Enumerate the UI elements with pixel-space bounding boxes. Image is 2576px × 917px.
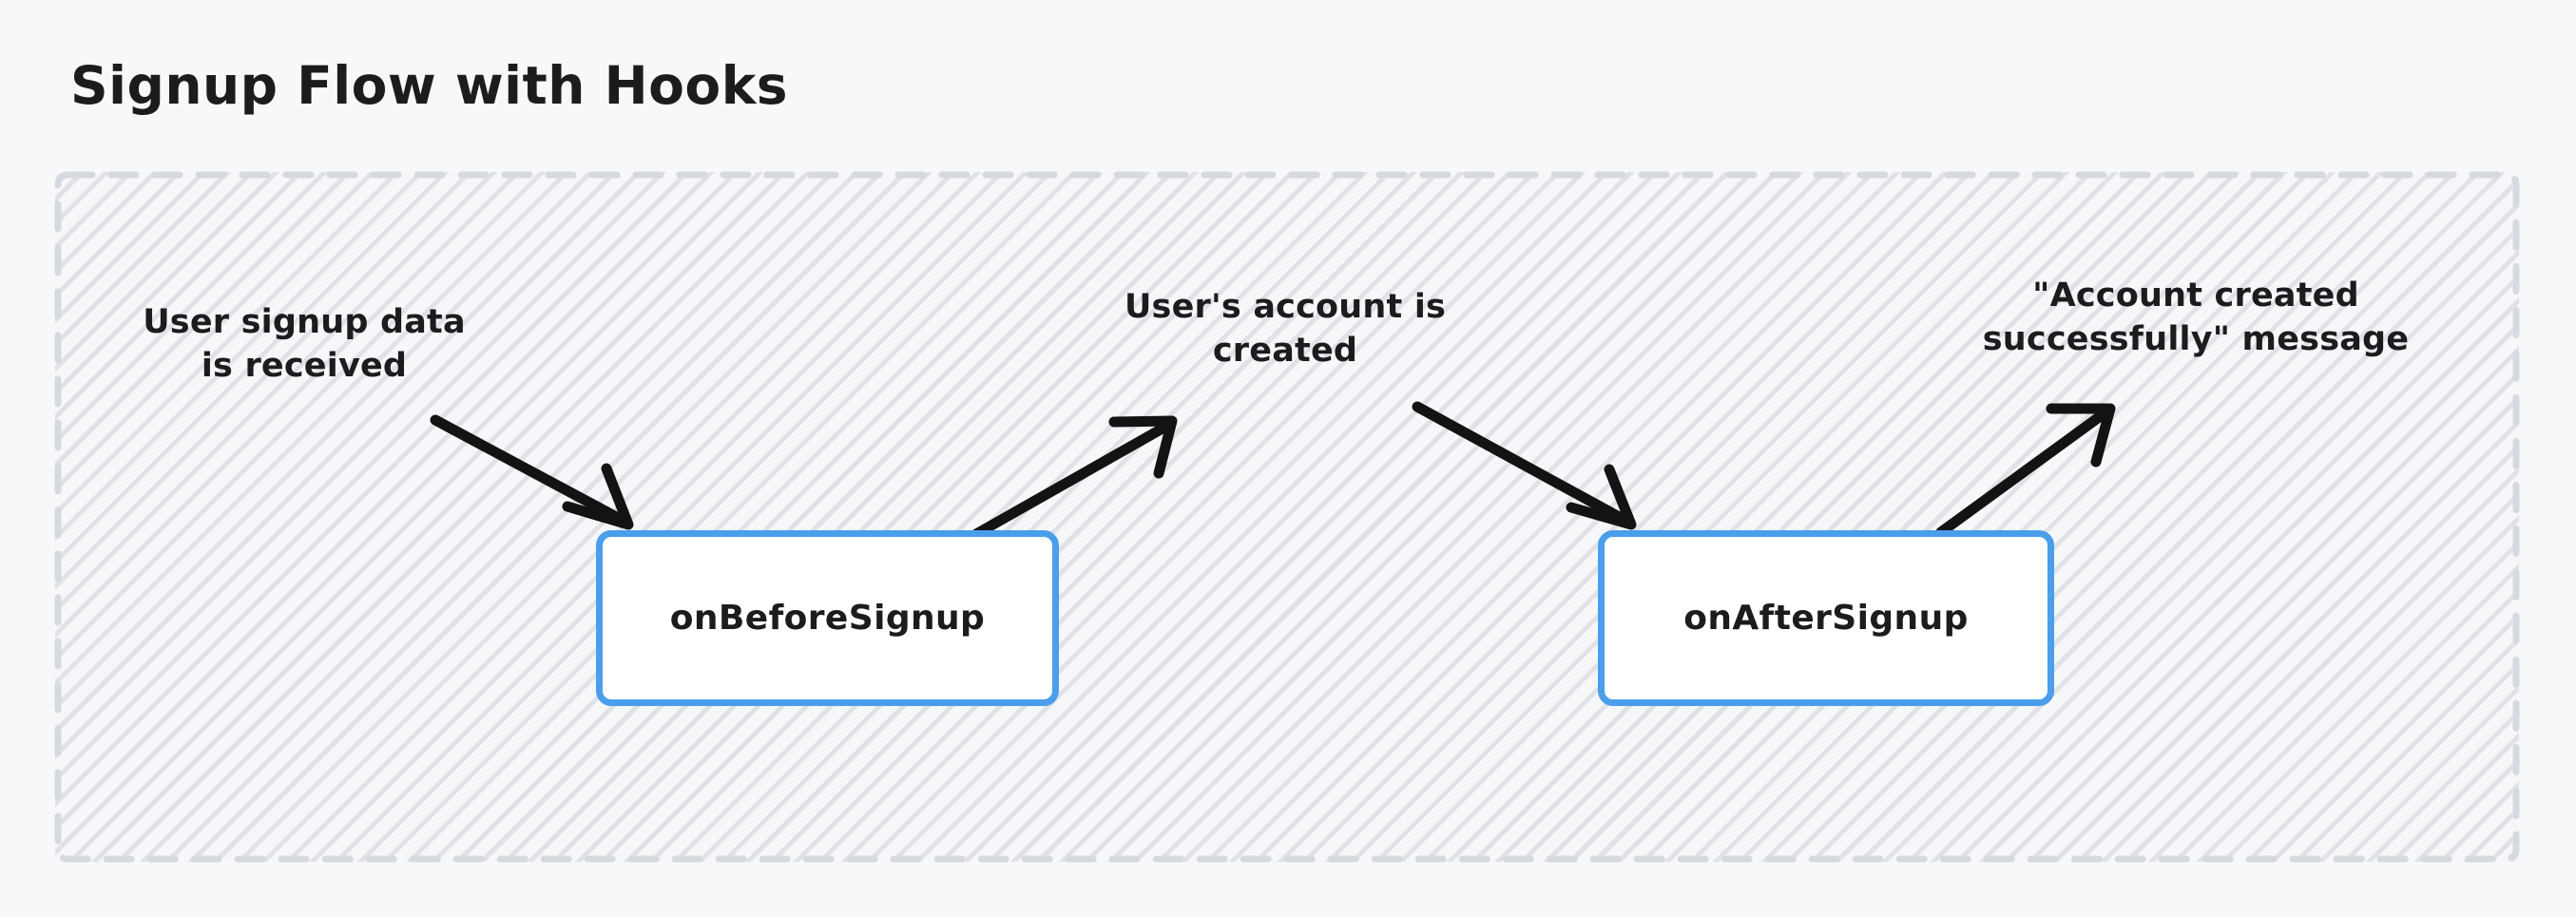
node-on-after-signup-label: onAfterSignup xyxy=(1683,599,1969,638)
annotation-signup-data: User signup data is received xyxy=(143,303,466,386)
node-on-after-signup[interactable]: onAfterSignup xyxy=(1598,530,2054,706)
page-title: Signup Flow with Hooks xyxy=(70,55,789,116)
node-on-before-signup[interactable]: onBeforeSignup xyxy=(596,530,1059,706)
annotation-success-message: "Account created successfully" message xyxy=(1982,277,2410,359)
node-on-before-signup-label: onBeforeSignup xyxy=(669,599,986,638)
annotation-account-created: User's account is created xyxy=(1124,288,1447,371)
